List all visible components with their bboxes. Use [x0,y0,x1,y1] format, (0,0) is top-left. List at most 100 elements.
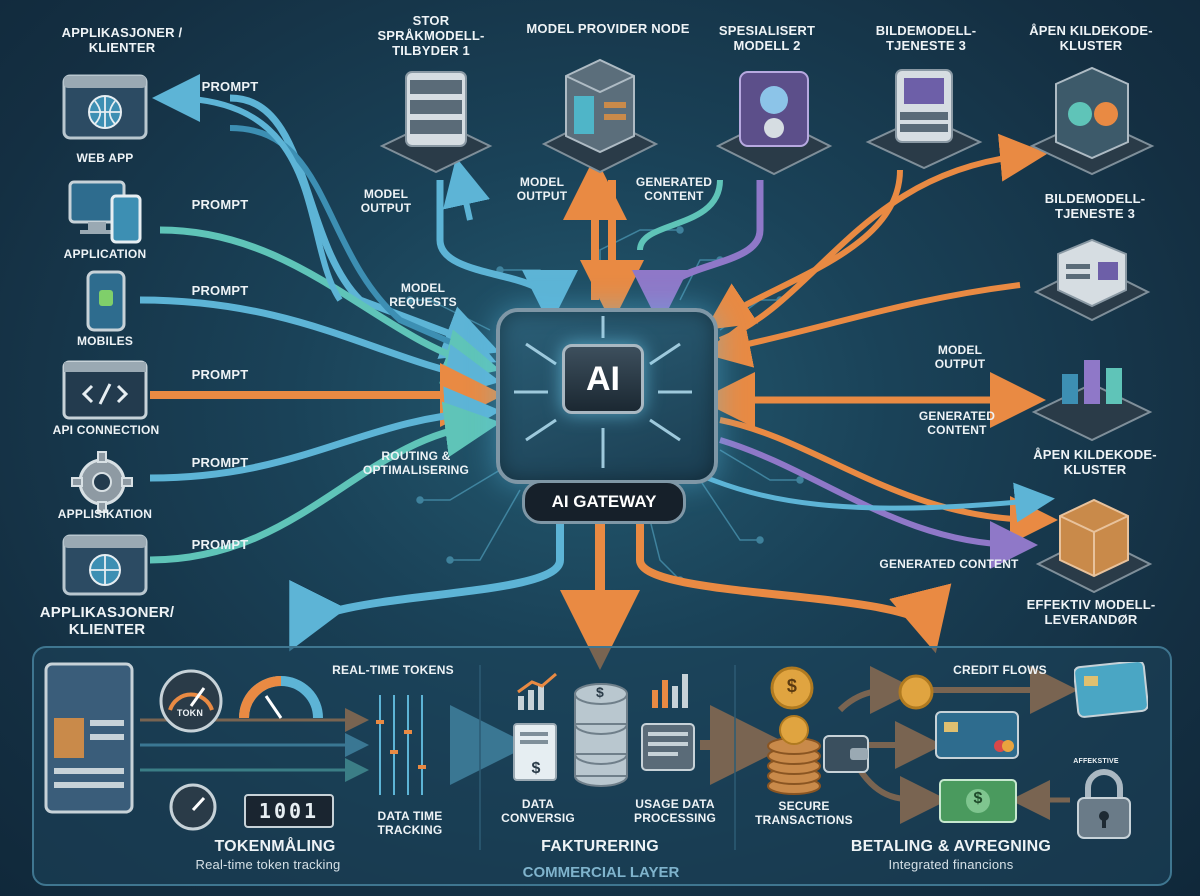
mobile-phone-icon [86,270,126,332]
api-connection-node[interactable] [62,360,148,427]
ai-gateway-badge: AI GATEWAY [522,480,686,524]
provider-label-4: BILDEMODELL- TJENESTE 3 [875,23,977,53]
provider-right-label-1: BILDEMODELL- TJENESTE 3 [1044,191,1146,221]
code-window-icon [62,360,148,420]
provider-right-server-1[interactable] [1032,234,1152,331]
label-routing: ROUTING & OPTIMALISERING [362,449,470,477]
coin-icon [898,674,934,710]
label-generated-content-mid: GENERATED CONTENT [635,175,713,203]
invoice-dollar: $ [531,760,541,777]
mobiles-label: MOBILES [76,334,134,348]
chart-growth-1 [514,672,558,717]
bar-chart-icon [652,674,688,708]
clients-title-bottom: APPLIKASJONER/ KLIENTER [39,604,175,639]
coin-stack [764,714,824,801]
credit-coin [898,674,934,715]
image-model-icon [1033,238,1151,322]
provider-label-3: SPESIALISERT MODELL 2 [718,23,816,53]
prompt-label-4: PROMPT [191,367,249,382]
betaling-subtitle: Integrated financions [888,857,1014,872]
provider-label-1: STOR SPRÅKMODELL- TILBYDER 1 [377,13,485,58]
tokenmaling-title: TOKENMÅLING [214,838,336,855]
server-stack-icon [379,71,493,174]
open-source-cluster-icon [1031,360,1153,442]
padlock [1072,766,1136,847]
cash-dollar: $ [973,790,983,807]
speedometer-icon [159,669,223,733]
browser-window-icon [62,534,148,596]
label-model-requests: MODEL REQUESTS [389,281,457,309]
credit-flows-label: CREDIT FLOWS [953,663,1047,677]
browser-window-icon [62,74,148,140]
credit-card-icon [1073,660,1149,718]
data-conversig-label: DATA CONVERSIG [501,797,575,825]
provider-label-5: ÅPEN KILDEKODE- KLUSTER [1029,23,1153,53]
mobiles-node[interactable] [86,270,126,337]
desktop-tablet-icon [68,180,142,244]
application-label: APPLICATION [63,247,147,261]
invoice-icon [513,723,557,781]
prompt-label-2: PROMPT [191,197,249,212]
label-model-output-right: MODEL OUTPUT [934,343,986,371]
database-icon [574,683,628,787]
realtime-tokens-label: REAL-TIME TOKENS [332,663,454,677]
server-cube-icon [541,58,659,174]
ai-gateway-name: AI GATEWAY [551,492,657,511]
prompt-label-3: PROMPT [191,283,249,298]
model-provider-cube-icon [1035,498,1153,594]
gear-icon [71,451,133,513]
token-counter: 1001 [244,794,334,828]
provider-right-server-2[interactable] [1030,346,1154,449]
provider-server-1[interactable] [376,62,496,185]
token-gauge [158,668,224,739]
ai-chip-label: AI [586,359,620,398]
prompt-label-1: PROMPT [201,79,259,94]
bank-card [934,710,1020,765]
token-bars [370,690,440,805]
token-counter-value: 1001 [258,799,320,823]
provider-server-4[interactable] [864,62,984,179]
chart-growth-2 [648,670,692,715]
arc-gauge-icon [239,676,323,719]
coin-dollar: $ [786,676,798,696]
web-app-node[interactable] [62,74,148,151]
speedometer-icon [169,783,217,831]
prompt-label-5: PROMPT [191,455,249,470]
applisikation-node[interactable] [70,450,134,519]
token-bars-icon [376,695,426,795]
tokenmaling-subtitle: Real-time token tracking [195,857,341,872]
label-generated-content-right: GENERATED CONTENT [918,409,996,437]
arc-gauge [236,672,326,727]
commercial-layer-title: COMMERCIAL LAYER [522,864,680,881]
provider-right-server-3[interactable] [1034,494,1154,599]
prompt-label-6: PROMPT [191,537,249,552]
web-app-label: WEB APP [76,151,134,165]
usage-data-label: USAGE DATA PROCESSING [633,797,716,825]
client-node-6[interactable] [62,534,148,603]
database-dollar: $ [596,684,604,700]
dashboard-page-icon [44,662,134,814]
wallet [822,728,870,779]
clients-title-top: APPLIKASJONER / KLIENTER [61,25,183,55]
provider-server-5[interactable] [1028,62,1156,185]
bar-growth-icon [517,672,557,710]
coin-top [770,666,814,719]
label-model-output-left: MODEL OUTPUT [360,187,412,215]
dashboard-page-icon-wrap [44,662,136,821]
ai-chip[interactable]: AI [562,344,644,414]
application-node[interactable] [68,178,144,249]
fakturering-title: FAKTURERING [541,838,659,855]
image-model-icon [865,69,983,170]
open-source-cluster-icon [1029,66,1155,176]
lock-icon [1077,769,1131,839]
coin-stack-icon [767,715,821,795]
label-generated-content-bottom: GENERATED CONTENT [879,557,1019,571]
processing-doc-icon [641,723,695,771]
provider-server-3[interactable] [714,62,834,185]
gateway-internal-arrows [514,316,692,468]
cash-bill [938,778,1018,829]
provider-server-2[interactable] [540,52,660,185]
betaling-title: BETALING & AVREGNING [850,838,1052,855]
bank-card-icon [935,711,1019,759]
